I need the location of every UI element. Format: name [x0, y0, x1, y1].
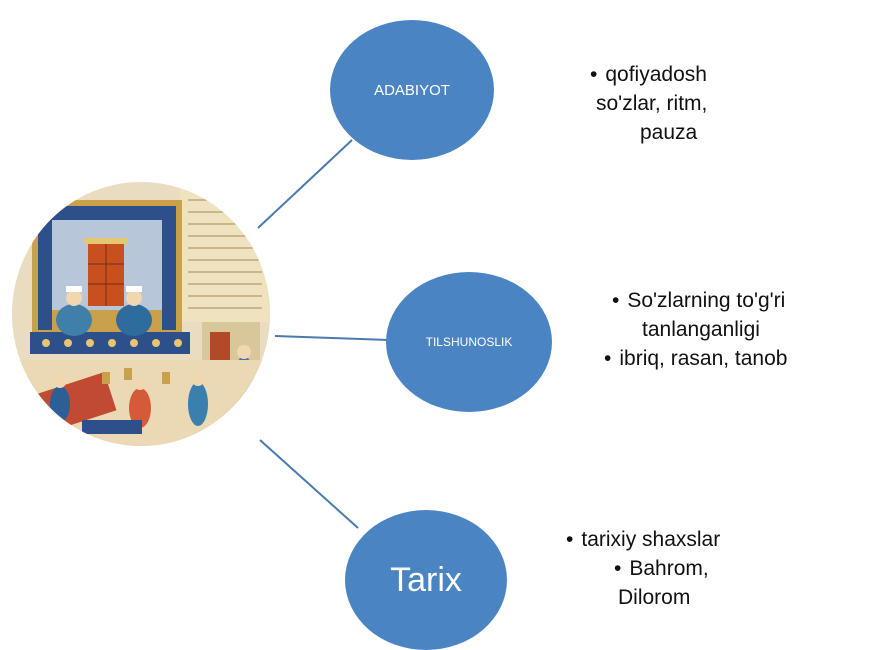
- node-label: ADABIYOT: [374, 81, 450, 99]
- bullet-item: •Bahrom, Dilorom: [614, 557, 709, 609]
- bullet-dot-icon: •: [614, 557, 622, 580]
- node-tilshunoslik: TILSHUNOSLIK: [386, 272, 552, 412]
- tarix-bullets: •tarixiy shaxslar •Bahrom, Dilorom: [566, 525, 806, 612]
- connector-tarix: [259, 439, 359, 529]
- node-tarix: Tarix: [345, 510, 507, 650]
- connector-adabiyot: [257, 139, 353, 229]
- tilshunoslik-bullets: •So'zlarning to'g'ri tanlanganligi •ibri…: [604, 286, 870, 373]
- bullet-item: •ibriq, rasan, tanob: [604, 347, 788, 370]
- bullet-dot-icon: •: [612, 289, 620, 312]
- bullet-item: •So'zlarning to'g'ri tanlanganligi: [612, 289, 786, 341]
- adabiyot-bullets: •qofiyadosh so'zlar, ritm, pauza: [590, 60, 790, 147]
- bullet-dot-icon: •: [590, 63, 598, 86]
- node-label: Tarix: [390, 560, 462, 599]
- connector-tilshunoslik: [274, 335, 389, 341]
- bullet-item: •qofiyadosh so'zlar, ritm, pauza: [590, 63, 708, 144]
- miniature-painting-icon: [12, 182, 270, 446]
- node-label: TILSHUNOSLIK: [425, 335, 513, 349]
- bullet-dot-icon: •: [566, 528, 574, 551]
- bullet-dot-icon: •: [604, 347, 612, 370]
- node-adabiyot: ADABIYOT: [330, 20, 494, 160]
- bullet-item: •tarixiy shaxslar: [566, 528, 721, 551]
